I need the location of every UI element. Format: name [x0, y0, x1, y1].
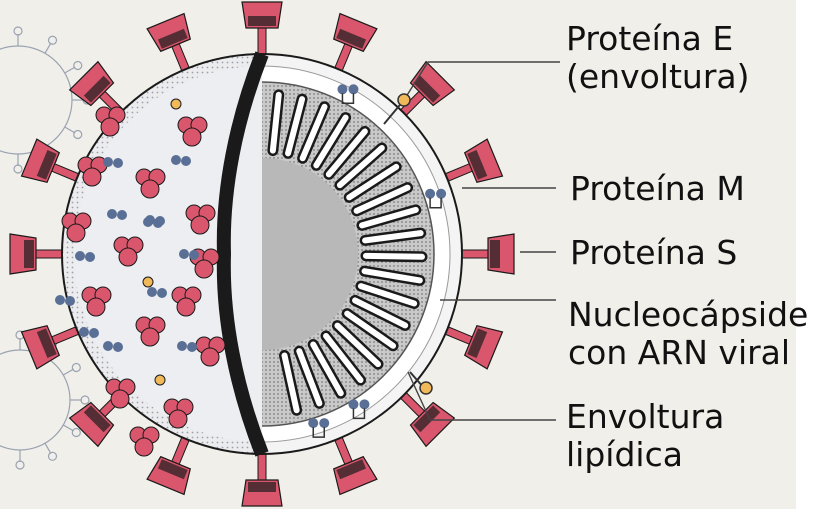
label-nucleocapsid: Nucleocápside con ARN viral: [568, 296, 808, 372]
label-envelope: Envoltura lipídica: [566, 398, 724, 474]
e-protein-icon: [143, 277, 153, 287]
label-nucleocapsid-line2: con ARN viral: [568, 334, 808, 372]
spike-protein-icon: [242, 2, 282, 58]
spike-protein-icon: [10, 234, 66, 274]
label-protein-s-line1: Proteína S: [570, 234, 737, 272]
spike-protein-icon: [242, 450, 282, 506]
label-protein-e-line1: Proteína E: [566, 20, 750, 58]
label-protein-m: Proteína M: [570, 170, 745, 208]
e-protein-icon: [155, 375, 165, 385]
label-protein-e: Proteína E (envoltura): [566, 20, 750, 96]
label-protein-e-line2: (envoltura): [566, 58, 750, 96]
m-protein-icon: [55, 295, 75, 306]
spike-protein-icon: [458, 234, 514, 274]
label-protein-m-line1: Proteína M: [570, 170, 745, 208]
spike-protein-icon: [130, 427, 159, 456]
label-nucleocapsid-line1: Nucleocápside: [568, 296, 808, 334]
e-protein-icon: [171, 99, 181, 109]
label-protein-s: Proteína S: [570, 234, 737, 272]
label-envelope-line1: Envoltura: [566, 398, 724, 436]
label-envelope-line2: lipídica: [566, 436, 724, 474]
